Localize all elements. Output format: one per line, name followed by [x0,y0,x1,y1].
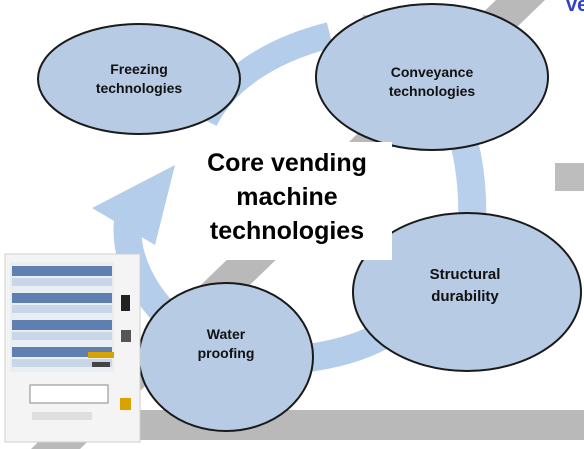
freezing-label-line1: Freezing [110,61,168,77]
conveyance-label-line1: Conveyance [390,64,474,80]
structural-label-line2: durability [431,288,499,305]
freezing-label-line2: technologies [95,80,183,96]
cropped-corner-text: ve [566,0,584,16]
gray-bar-right [555,163,584,191]
water-label-line1: Water [206,326,246,342]
vending-machine-icon [4,253,141,443]
bubble-freezing [37,23,241,135]
core-title-line1: Core vending [207,149,367,177]
conveyance-label: Conveyance technologies [377,63,487,101]
conveyance-label-line2: technologies [388,83,476,99]
core-title-line3: technologies [209,217,365,245]
bubble-structural [352,212,582,372]
structural-label-line1: Structural [429,266,501,283]
freezing-label: Freezing technologies [89,60,189,98]
water-label: Water proofing [186,325,266,363]
structural-label: Structural durability [410,264,520,308]
center-label-backing [184,142,392,260]
bubble-conveyance [315,3,549,151]
water-label-line2: proofing [197,345,255,361]
core-technologies-title: Core vending machine technologies [180,146,394,248]
core-title-line2: machine [236,183,338,211]
